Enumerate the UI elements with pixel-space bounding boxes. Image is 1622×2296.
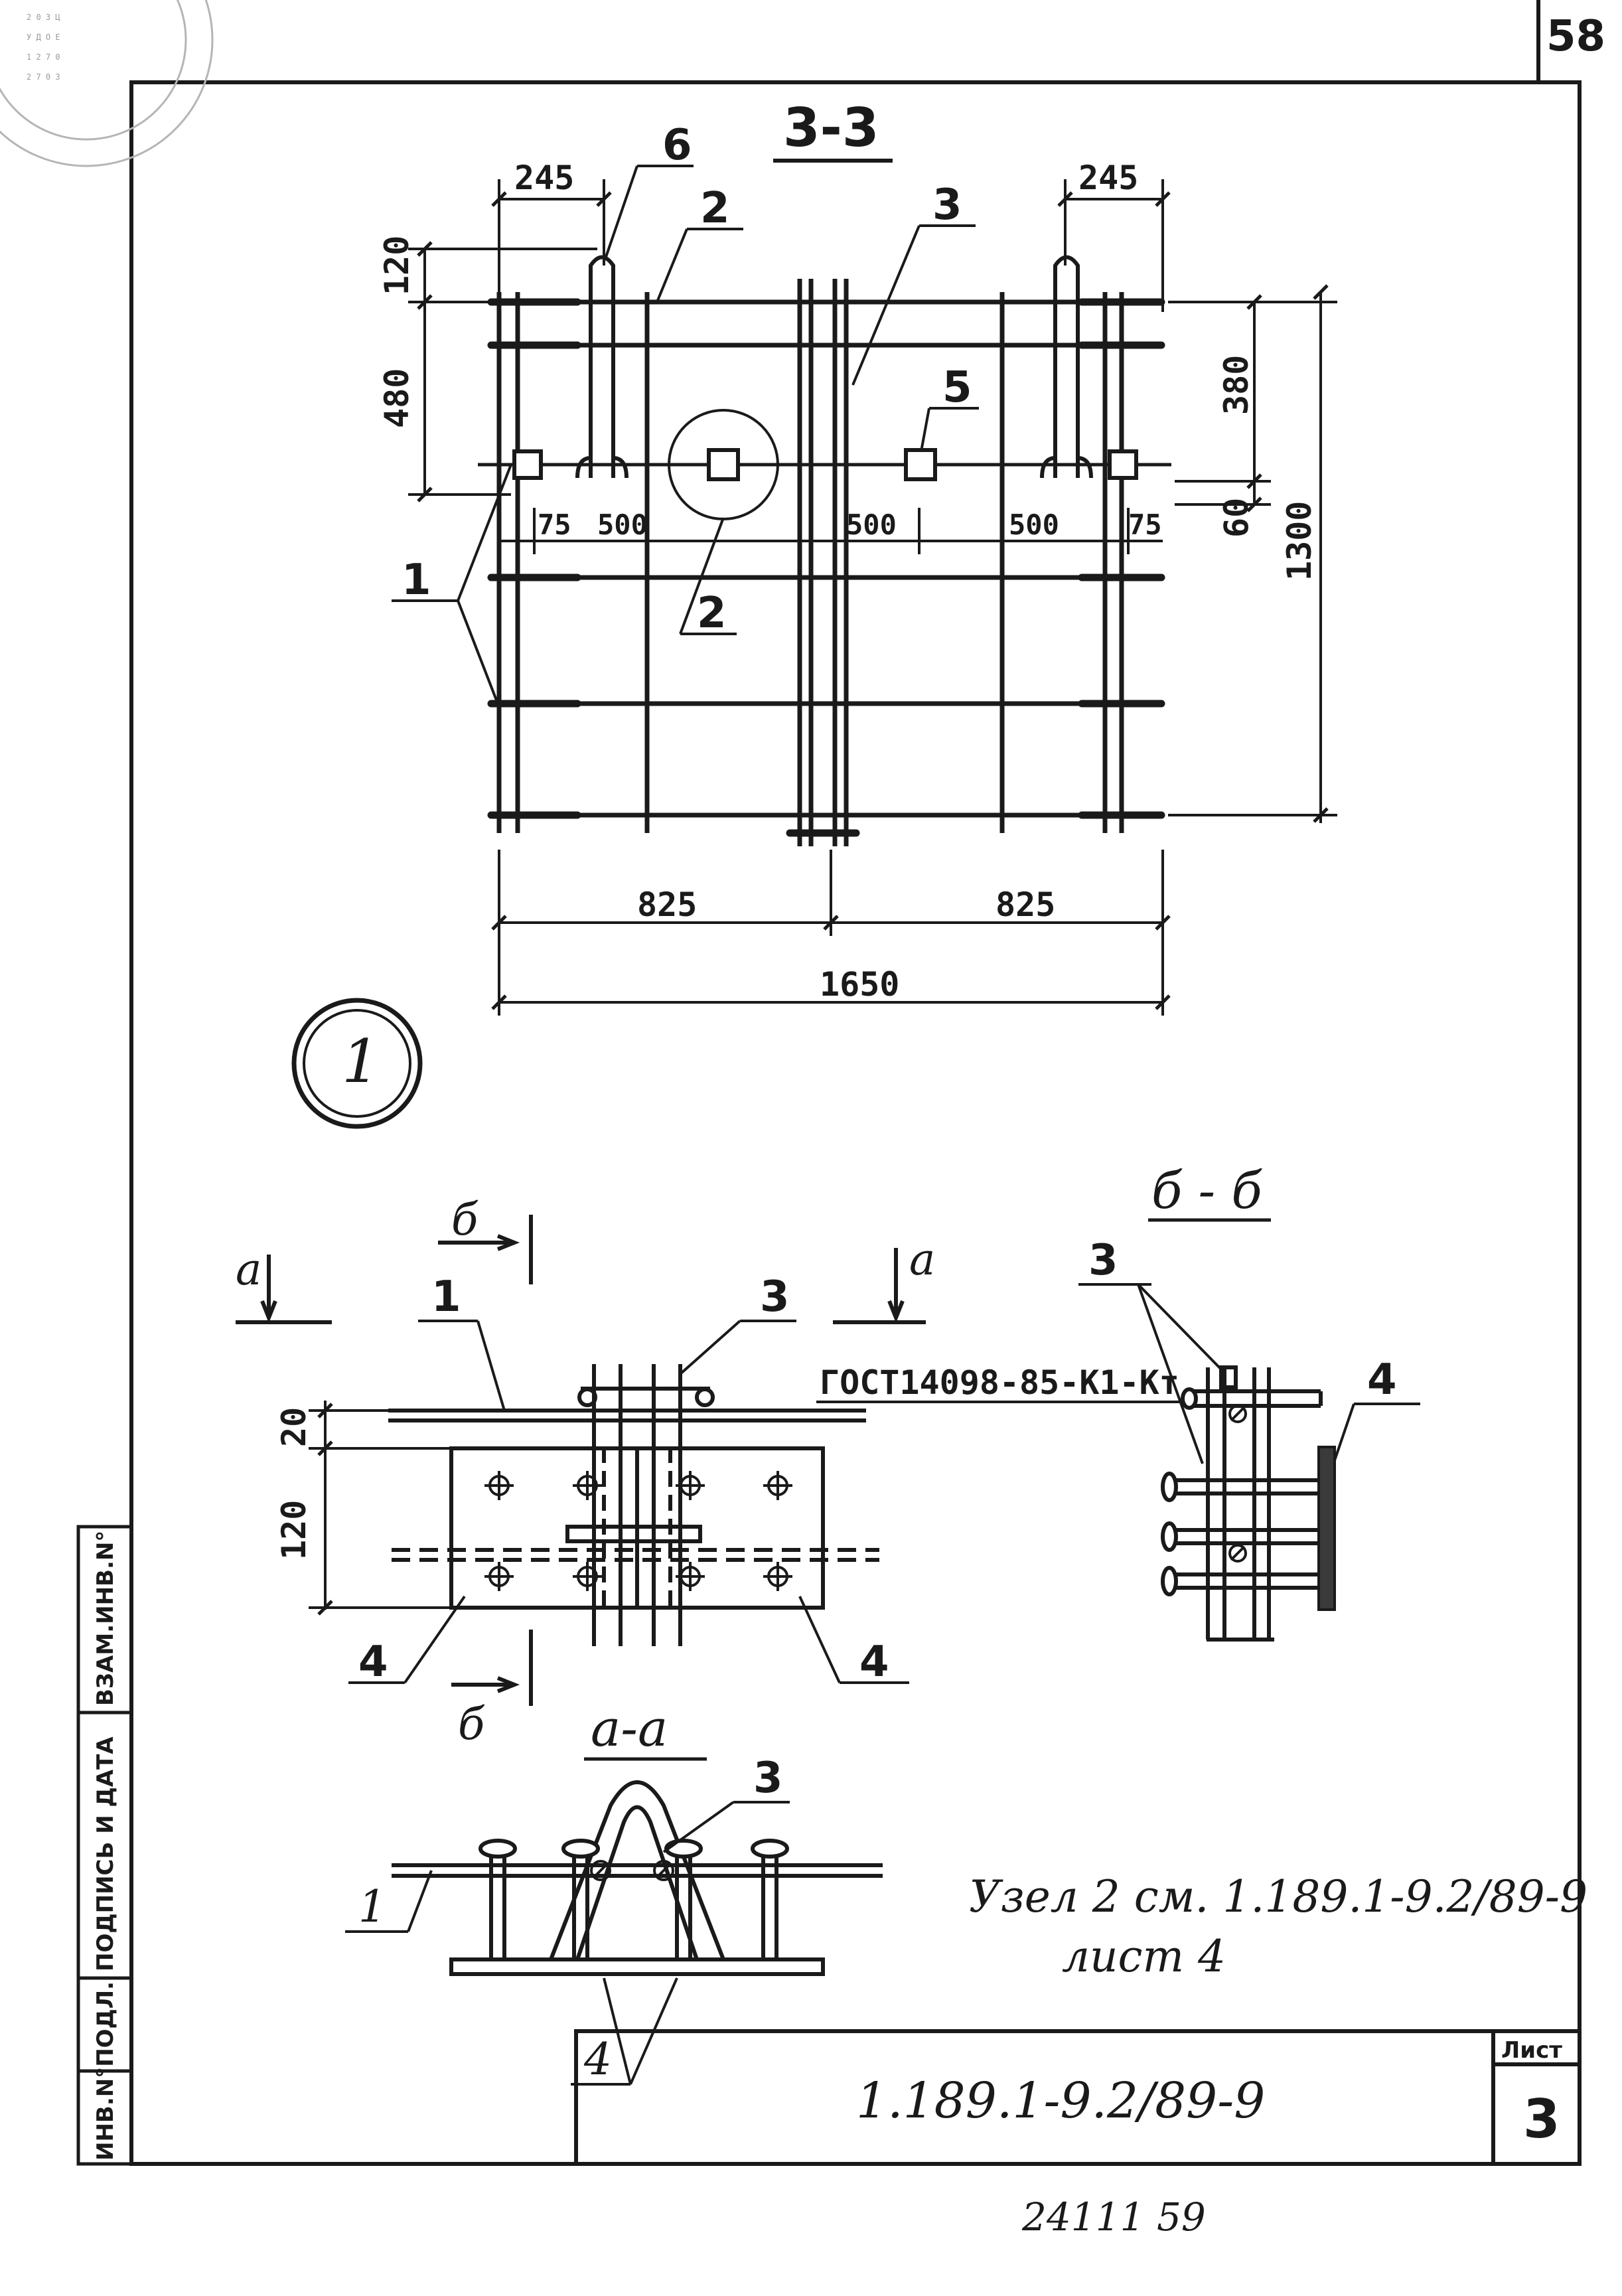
callout-2-top: 2: [700, 184, 730, 233]
section-bb-leaders: [1078, 1283, 1420, 1464]
stamp-text-3: 1 2 7 0: [27, 52, 60, 62]
section-aa-hatch: [590, 1860, 674, 1881]
side-stamp-field-2: ПОДПИСЬ И ДАТА: [92, 1736, 119, 1971]
section-aa-callout-1: 1: [358, 1881, 386, 1932]
embedded-plates: [512, 448, 1138, 481]
callout-3: 3: [932, 181, 962, 230]
dim-right-60: 60: [1217, 498, 1256, 538]
approval-stamp: [0, 0, 214, 167]
rebar-end-caps: [487, 298, 1165, 837]
plan-dim-20: 20: [275, 1407, 313, 1447]
section-bb-standard-note: ГОСТ14098-85-К1-Кт: [820, 1363, 1179, 1402]
stamp-text-4: 2 7 0 3: [27, 72, 60, 82]
title-block: [574, 2029, 1582, 2166]
plan-callout-3: 3: [760, 1272, 790, 1322]
dim-chain-75-right: 75: [1128, 508, 1162, 541]
side-stamp-frame: [76, 1525, 133, 2166]
plan-callout-1: 1: [431, 1272, 461, 1322]
dim-top-left-245: 245: [514, 159, 574, 197]
reference-note-line1: Узел 2 см. 1.189.1-9.2/89-9: [969, 1871, 1587, 1922]
plan-leaders: [348, 1320, 909, 1684]
sheet-label: Лист: [1501, 2037, 1562, 2064]
plan-dim-120: 120: [275, 1500, 313, 1560]
callout-2-bottom: 2: [697, 589, 727, 638]
dim-bottom-825-left: 825: [637, 885, 697, 924]
plan-bars: [388, 1364, 879, 1646]
section-aa-callout-3: 3: [753, 1754, 783, 1803]
dim-top-right-245: 245: [1078, 159, 1138, 197]
plan-dimension-lines: [309, 1401, 458, 1610]
dimension-ticks-33: [417, 191, 1329, 1010]
reference-note-line2: лист 4: [1062, 1931, 1226, 1982]
dim-left-480: 480: [378, 368, 416, 428]
cut-a-right: а: [909, 1234, 935, 1285]
section-aa-callout-4: 4: [583, 2034, 612, 2085]
cut-b-top: б: [451, 1194, 479, 1245]
rebar-grid: [478, 279, 1171, 846]
section-bb-callout-3: 3: [1088, 1236, 1118, 1285]
node-number-marker: [291, 998, 423, 1129]
section-aa-parts: [392, 1780, 883, 1976]
cut-marks: [236, 1215, 926, 1706]
dim-right-380: 380: [1217, 355, 1256, 415]
node-number: 1: [342, 1027, 380, 1097]
cut-b-bottom: б: [458, 1699, 485, 1750]
section-aa-bar-heads: [479, 1839, 789, 1859]
dim-bottom-1650: 1650: [820, 965, 899, 1004]
plan-callout-4-left: 4: [358, 1638, 388, 1687]
section-bb-plate: [1317, 1446, 1336, 1611]
section-bb-callout-4: 4: [1367, 1355, 1397, 1405]
side-stamp-field-3: ВЗАМ.ИНВ.N°: [92, 1531, 119, 1706]
section-33-title: 3-3: [783, 97, 879, 159]
stamp-text-1: 2 0 3 Ц: [27, 13, 60, 22]
dim-right-1300: 1300: [1280, 501, 1319, 581]
document-code: 1.189.1-9.2/89-9: [856, 2072, 1265, 2129]
leader-lines-33: [392, 165, 979, 704]
cut-a-left: а: [236, 1244, 261, 1295]
section-bb-title: б - б: [1151, 1161, 1262, 1220]
dim-chain-500-3: 500: [1009, 508, 1059, 541]
sheet-number-top: 58: [1546, 12, 1605, 61]
callout-5: 5: [942, 363, 972, 412]
dim-chain-75-left: 75: [538, 508, 571, 541]
section-aa-title: а-а: [591, 1699, 668, 1758]
section-bb-parts: [1168, 1365, 1323, 1642]
footer-number: 24111 59: [1021, 2194, 1206, 2240]
plan-dimension-ticks: [317, 1403, 333, 1616]
dim-chain-500-1: 500: [597, 508, 648, 541]
section-bb-bar-ends: [1161, 1387, 1198, 1596]
dim-left-120: 120: [378, 236, 416, 295]
section-aa-leaders: [345, 1801, 790, 2086]
callout-6: 6: [662, 121, 692, 170]
sheet-number: 3: [1523, 2088, 1560, 2150]
stamp-text-2: У Д О Е: [27, 33, 60, 42]
dim-bottom-825-right: 825: [995, 885, 1055, 924]
plan-callout-4-right: 4: [859, 1638, 889, 1687]
callout-1: 1: [402, 556, 431, 605]
section-bb-hatch: [1228, 1405, 1247, 1563]
dim-chain-500-2: 500: [846, 508, 897, 541]
side-stamp-field-1: ИНВ.N°ПОДЛ.: [92, 1981, 119, 2161]
